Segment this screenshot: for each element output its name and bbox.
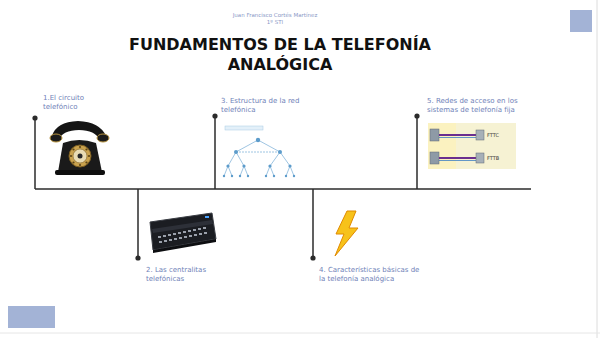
timeline-label: 4. Características básicas de la telefon… [319, 266, 423, 284]
course-label: 1º STI [215, 19, 335, 26]
slide-border [0, 333, 600, 334]
telephone-icon [50, 121, 109, 175]
author-name: Juan Francisco Cortés Martínez [215, 12, 335, 19]
timeline [35, 116, 531, 258]
timeline-label: 5. Redes de acceso en los sistemas de te… [427, 97, 539, 115]
network-diagram [223, 126, 295, 177]
deco-square [8, 306, 55, 328]
access-network-illustration [428, 123, 516, 169]
timeline-label: 3. Estructura de la red telefónica [221, 97, 313, 115]
timeline-label: 2. Las centralitas telefónicas [146, 266, 236, 284]
timeline-dots [32, 113, 419, 260]
switchboard-icon [150, 213, 216, 253]
timeline-label: 1.El circuito telefónico [43, 94, 115, 112]
deco-square [570, 10, 592, 32]
slide-title: FUNDAMENTOS DE LA TELEFONÍA ANALÓGICA [125, 35, 435, 75]
slide-border [597, 0, 598, 338]
illustration-label: FTTB [487, 155, 514, 161]
lightning-icon [335, 211, 358, 256]
illustration-label: FTTC [487, 132, 514, 138]
